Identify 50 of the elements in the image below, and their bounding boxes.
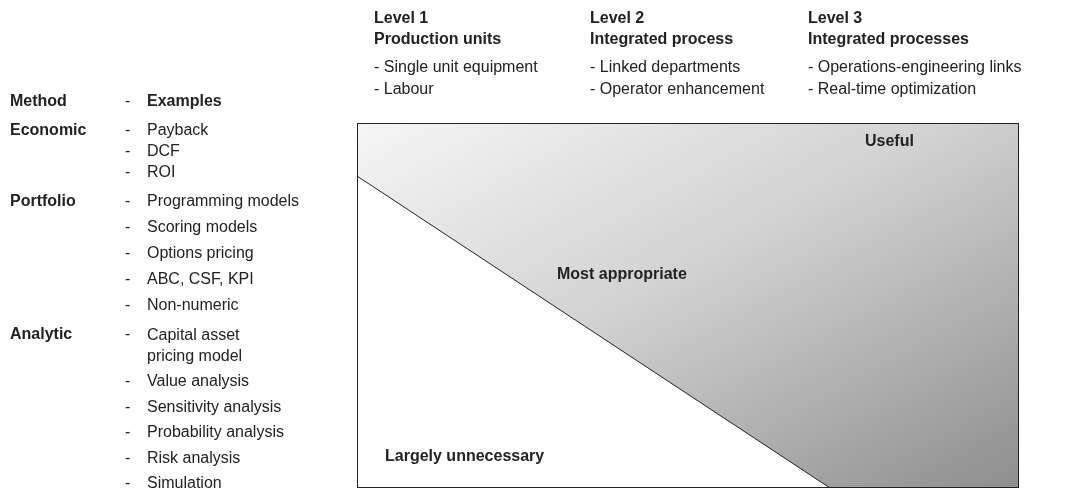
heading-text: Analytic	[10, 324, 73, 344]
heading-text: Level 2	[590, 8, 645, 28]
list-item-text: DCF	[147, 141, 180, 161]
list-item-text: - Real-time optimization	[808, 79, 977, 99]
heading-text: Level 3	[808, 8, 863, 28]
region-label: Most appropriate	[557, 264, 687, 284]
list-item-text: Scoring models	[147, 217, 258, 237]
list-item-text: Sensitivity analysis	[147, 397, 282, 417]
list-item-text: Risk analysis	[147, 448, 241, 468]
heading-text: Economic	[10, 120, 87, 140]
list-item-text: Value analysis	[147, 371, 249, 391]
dash-text: -	[125, 324, 131, 344]
dash-text: -	[125, 371, 131, 391]
list-item-text: Programming models	[147, 191, 300, 211]
list-item-text: - Labour	[374, 79, 434, 99]
heading-text: Portfolio	[10, 191, 76, 211]
list-item-text: Non-numeric	[147, 295, 239, 315]
heading-text: Method	[10, 91, 67, 111]
dash-text: -	[125, 448, 131, 468]
list-item-text: Options pricing	[147, 243, 254, 263]
heading-text: Integrated process	[590, 29, 734, 49]
list-item-text: - Single unit equipment	[374, 57, 538, 77]
region-label: Largely unnecessary	[385, 446, 545, 466]
list-item-text: Probability analysis	[147, 422, 284, 442]
heading-text: Production units	[374, 29, 502, 49]
list-item-text: Simulation	[147, 473, 222, 491]
dash-text: -	[125, 473, 131, 491]
dash-text: -	[125, 162, 131, 182]
heading-text: Integrated processes	[808, 29, 969, 49]
dash-text: -	[125, 141, 131, 161]
list-item-text: - Linked departments	[590, 57, 741, 77]
dash-text: -	[125, 217, 131, 237]
list-item-text: Payback	[147, 120, 209, 140]
dash-text: -	[125, 91, 131, 111]
dash-text: -	[125, 397, 131, 417]
dash-text: -	[125, 422, 131, 442]
list-item-text: ABC, CSF, KPI	[147, 269, 254, 289]
dash-text: -	[125, 269, 131, 289]
dash-text: -	[125, 120, 131, 140]
list-item-text: - Operations-engineering links	[808, 57, 1022, 77]
list-item-text: - Operator enhancement	[590, 79, 765, 99]
heading-text: Level 1	[374, 8, 429, 28]
dash-text: -	[125, 191, 131, 211]
dash-text: -	[125, 295, 131, 315]
region-label: Useful	[865, 131, 914, 151]
list-item-text: ROI	[147, 162, 176, 182]
list-item-text: Capital asset pricing model	[147, 325, 244, 366]
heading-text: Examples	[147, 91, 222, 111]
region-chart	[357, 123, 1019, 488]
dash-text: -	[125, 243, 131, 263]
